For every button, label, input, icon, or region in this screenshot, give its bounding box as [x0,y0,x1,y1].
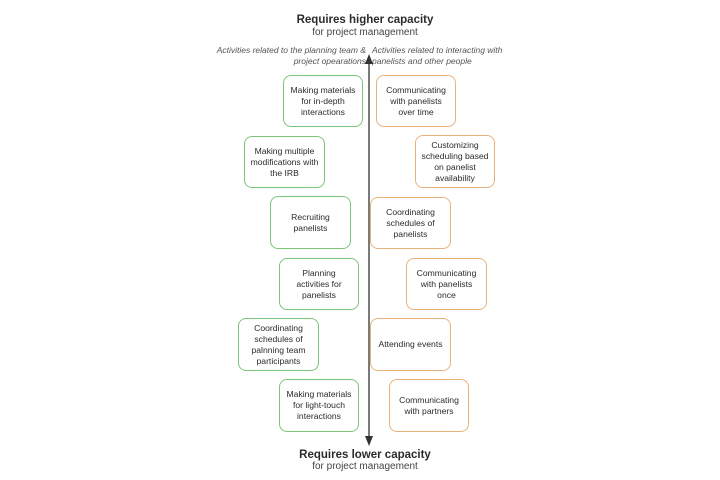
left-activity-box: Making materials for light-touch interac… [279,379,359,432]
right-activity-box: Communicating with partners [389,379,469,432]
right-column-heading: Activities related to interacting with p… [372,45,503,66]
bottom-axis-title: Requires lower capacity [299,449,431,461]
right-activity-box: Communicating with panelists over time [376,75,456,127]
right-activity-box: Customizing scheduling based on panelist… [415,135,495,188]
left-activity-box: Planning activities for panelists [279,258,359,310]
capacity-axis-arrow [365,54,373,446]
left-activity-box: Coordinating schedules of palnning team … [238,318,319,371]
bottom-axis-subtitle: for project management [312,461,418,472]
axis-arrowhead-down [365,436,373,446]
right-activity-box: Attending events [370,318,451,371]
top-axis-title: Requires higher capacity [296,14,434,26]
axis-arrowhead-up [365,54,373,64]
left-activity-box: Making multiple modifications with the I… [244,136,325,188]
left-column-heading: Activities related to the planning team … [216,45,366,66]
top-axis-subtitle: for project management [312,27,418,38]
right-activity-box: Communicating with panelists once [406,258,487,310]
right-activity-box: Coordinating schedules of panelists [370,197,451,249]
left-activity-box: Recruiting panelists [270,196,351,249]
left-activity-box: Making materials for in-depth interactio… [283,75,363,127]
